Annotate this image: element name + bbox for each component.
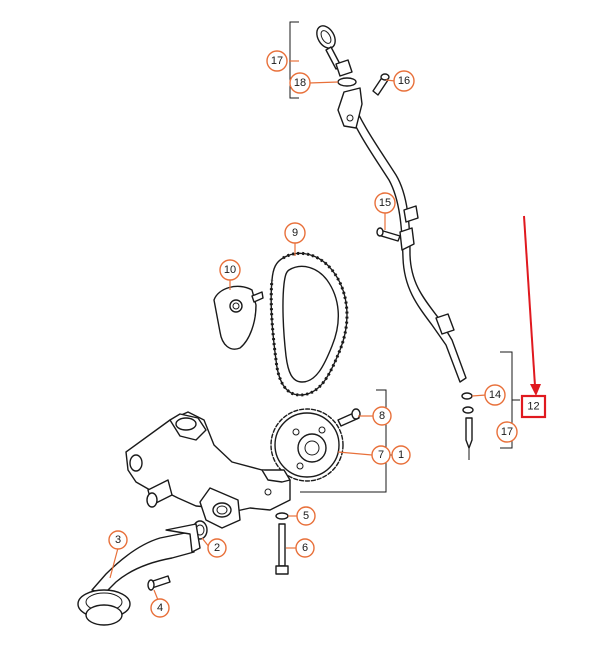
svg-text:14: 14 — [489, 389, 501, 401]
sprocket-7 — [270, 408, 344, 482]
bracket-assembly-12 — [500, 351, 520, 449]
callout-6[interactable]: 6 — [295, 538, 315, 558]
callout-17-bottom[interactable]: 17 — [496, 421, 518, 443]
oil-pump-housing-1 — [125, 411, 291, 529]
svg-text:10: 10 — [224, 264, 236, 276]
bolt-15 — [376, 227, 401, 242]
callout-2[interactable]: 2 — [207, 538, 227, 558]
tube-bracket-top — [337, 87, 363, 129]
bolt-6 — [275, 523, 289, 575]
dipstick-handle — [316, 25, 353, 77]
svg-text:4: 4 — [157, 602, 163, 614]
callout-7[interactable]: 7 — [371, 445, 391, 465]
bolt-16 — [372, 73, 390, 96]
svg-text:8: 8 — [379, 410, 385, 422]
callout-15[interactable]: 15 — [374, 192, 396, 214]
svg-text:7: 7 — [378, 449, 384, 461]
callout-12-highlighted[interactable]: 12 — [520, 394, 547, 419]
svg-text:17: 17 — [501, 426, 513, 438]
callout-10[interactable]: 10 — [219, 259, 241, 281]
callout-16[interactable]: 16 — [393, 70, 415, 92]
svg-text:1: 1 — [398, 449, 404, 461]
o-ring-18 — [337, 77, 357, 87]
bracket-17-top — [289, 21, 299, 99]
drive-chain-9 — [269, 251, 349, 397]
o-ring-14 — [461, 392, 474, 414]
callout-14[interactable]: 14 — [484, 384, 506, 406]
svg-text:3: 3 — [115, 534, 121, 546]
svg-text:5: 5 — [303, 510, 309, 522]
callout-3[interactable]: 3 — [108, 530, 128, 550]
callout-17-top[interactable]: 17 — [266, 50, 288, 72]
dipstick-tip — [465, 417, 473, 460]
svg-text:18: 18 — [294, 77, 306, 89]
callout-18[interactable]: 18 — [289, 72, 311, 94]
svg-text:15: 15 — [379, 197, 391, 209]
leader-lines — [109, 60, 487, 601]
callout-8[interactable]: 8 — [372, 406, 392, 426]
callout-5[interactable]: 5 — [296, 506, 316, 526]
svg-text:12: 12 — [527, 401, 539, 413]
svg-text:17: 17 — [271, 55, 283, 67]
red-pointer-arrow — [523, 215, 541, 396]
callout-1[interactable]: 1 — [391, 445, 411, 465]
chain-tensioner-10 — [213, 285, 264, 350]
washer-5 — [275, 512, 289, 520]
bolt-4 — [147, 575, 171, 591]
oil-pickup-pipe-3 — [77, 523, 201, 626]
svg-text:16: 16 — [398, 75, 410, 87]
svg-text:2: 2 — [214, 542, 220, 554]
svg-text:6: 6 — [302, 542, 308, 554]
callout-4[interactable]: 4 — [150, 598, 170, 618]
tube-bracket-mid — [399, 205, 419, 251]
bolt-8 — [337, 408, 361, 427]
svg-text:9: 9 — [292, 227, 298, 239]
callout-9[interactable]: 9 — [284, 222, 306, 244]
